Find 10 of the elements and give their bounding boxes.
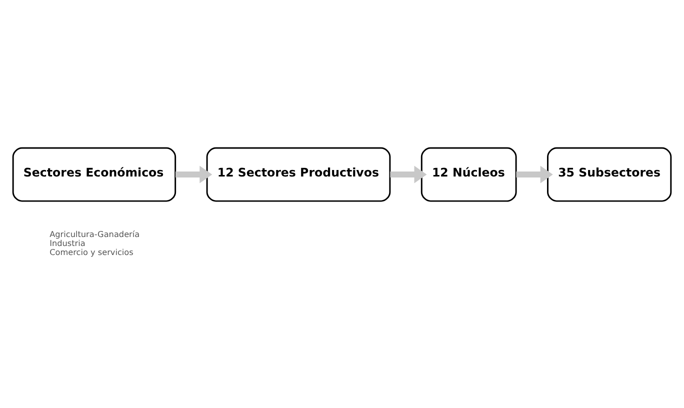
node-label: Agricultura-Ganadería: [50, 229, 140, 240]
node-label: Industria: [50, 238, 86, 248]
node-label: Comercio y servicios: [50, 246, 134, 257]
arrow: [390, 166, 427, 184]
node-box: Sectores Económicos: [12, 147, 176, 202]
node-box: 35 Subsectores: [547, 147, 672, 202]
node-box: 12 Núcleos: [420, 147, 517, 202]
node-box: 12 Sectores Productivos: [206, 147, 391, 202]
arrow: [516, 166, 553, 184]
arrow: [176, 166, 212, 184]
